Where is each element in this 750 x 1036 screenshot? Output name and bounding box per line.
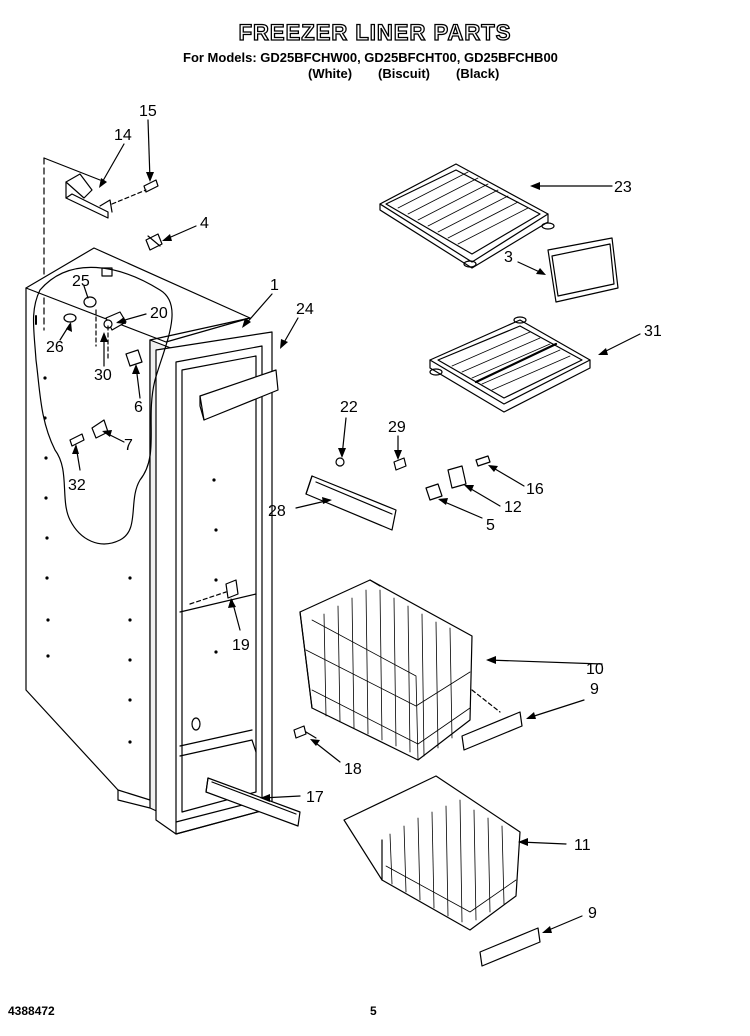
callout-28: 28 [268, 503, 286, 520]
callout-11: 11 [574, 837, 591, 854]
callout-26: 26 [46, 339, 64, 356]
callout-31: 31 [644, 323, 662, 340]
arrowheads [66, 172, 608, 933]
part-number: 4388472 [8, 1004, 55, 1018]
page-title: FREEZER LINER PARTS [238, 19, 512, 45]
callout-10: 10 [586, 661, 604, 678]
callout-24: 24 [296, 301, 314, 318]
callout-labels: 15 14 4 23 3 1 24 31 25 20 26 30 6 22 29… [46, 103, 662, 922]
small-parts-cluster [35, 296, 143, 447]
callout-32: 32 [68, 477, 86, 494]
callout-14: 14 [114, 127, 132, 144]
callout-19: 19 [232, 637, 250, 654]
callout-22: 22 [340, 399, 358, 416]
color-biscuit: (Biscuit) [378, 66, 430, 81]
part-15-screw [111, 179, 159, 205]
page-number: 5 [370, 1004, 377, 1018]
models-line: For Models: GD25BFCHW00, GD25BFCHT00, GD… [183, 50, 558, 65]
callout-23: 23 [614, 179, 632, 196]
part-11-basket [343, 775, 521, 931]
callout-12: 12 [504, 499, 522, 516]
callout-6: 6 [134, 399, 143, 416]
part-19-clip [189, 579, 239, 605]
callout-1: 1 [270, 277, 279, 294]
callout-18: 18 [344, 761, 362, 778]
part-9-trim-lower [479, 927, 541, 967]
part-10-basket [299, 579, 501, 761]
color-black: (Black) [456, 66, 500, 81]
freezer-liner-cabinet [25, 157, 273, 835]
part-31-shelf [429, 316, 591, 413]
part-23-shelf [379, 163, 555, 269]
callout-9-lower: 9 [588, 905, 597, 922]
callout-16: 16 [526, 481, 544, 498]
callout-29: 29 [388, 419, 406, 436]
part-9-trim-upper [461, 711, 523, 751]
callout-30: 30 [94, 367, 112, 384]
callout-17: 17 [306, 789, 324, 806]
callout-15: 15 [139, 103, 157, 120]
callout-20: 20 [150, 305, 168, 322]
color-white: (White) [308, 66, 353, 81]
callout-3: 3 [504, 249, 513, 266]
part-3-shelf-front [547, 237, 619, 303]
callout-4: 4 [200, 215, 209, 232]
part-24-trim [199, 369, 279, 421]
parts-16-12-5 [425, 455, 491, 501]
part-14-bracket [65, 173, 113, 219]
callout-5: 5 [486, 517, 495, 534]
part-28-rail [305, 457, 407, 531]
callout-9-upper: 9 [590, 681, 599, 698]
callout-7: 7 [124, 437, 133, 454]
part-18-screw [293, 725, 317, 739]
callout-25: 25 [72, 273, 90, 290]
part-4-clip [145, 233, 163, 251]
